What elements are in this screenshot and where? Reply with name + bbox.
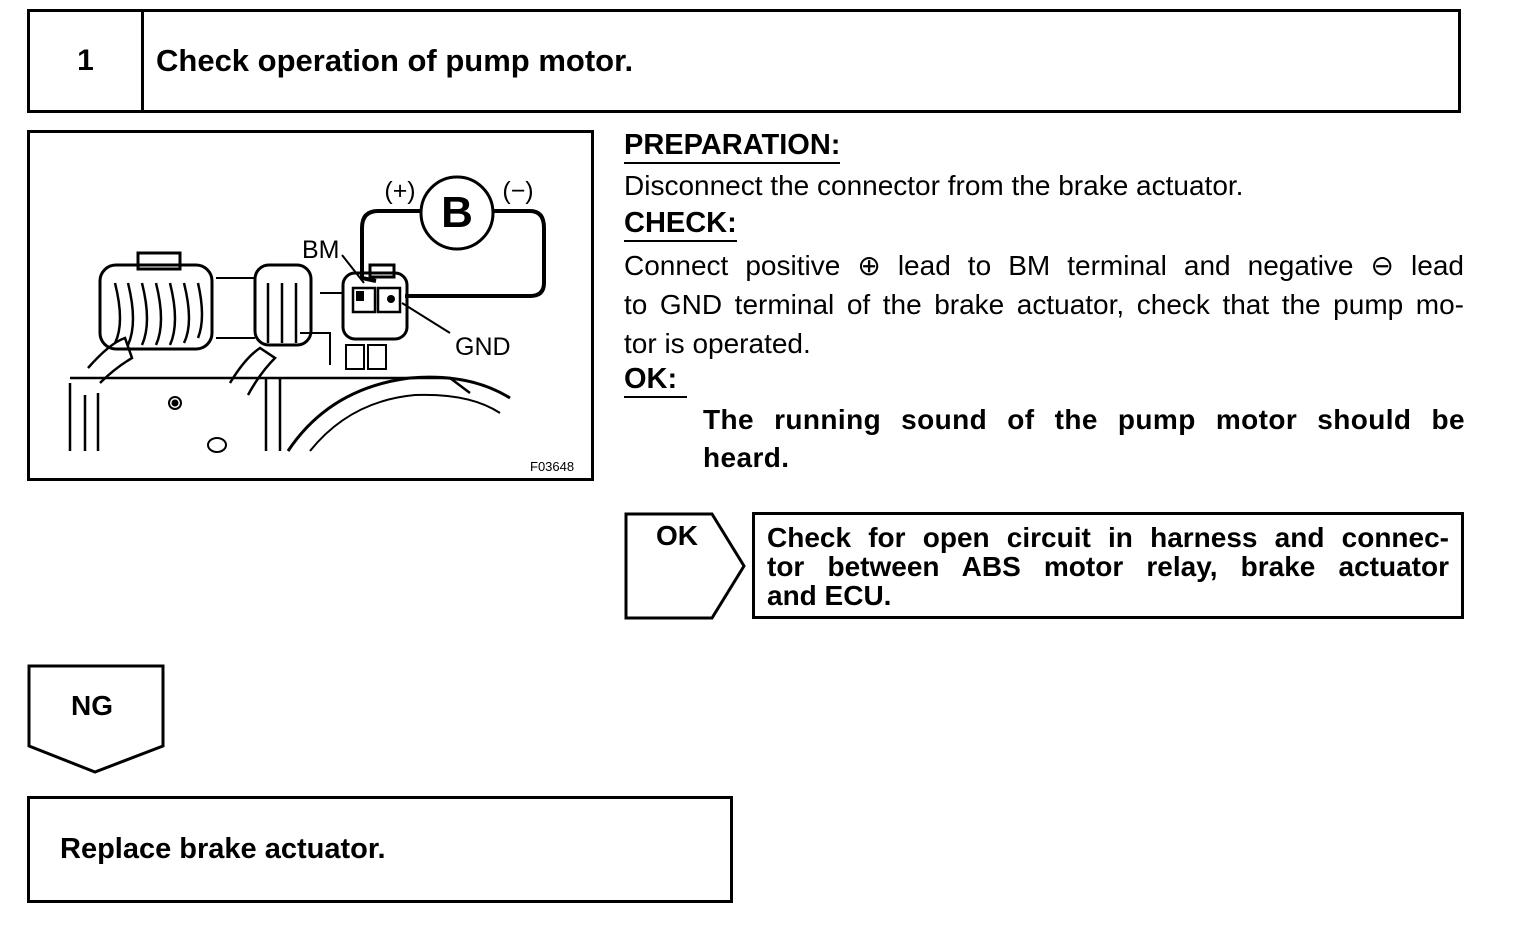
preparation-text: Disconnect the connector from the brake … — [624, 170, 1244, 201]
bm-label: BM — [302, 236, 340, 264]
connector-illustration: B (+) (−) BM GND F03648 — [68, 175, 574, 474]
minus-label: (−) — [502, 177, 533, 205]
ng-result-box: Replace brake actuator. — [27, 796, 733, 903]
gnd-label: GND — [455, 333, 511, 361]
check-text: Connect positive ⊕ lead to BM terminal a… — [624, 246, 1464, 363]
battery-label: B — [441, 188, 473, 237]
check-heading: CHECK: — [624, 206, 737, 242]
step-number: 1 — [30, 12, 144, 110]
ok-section: OK: — [624, 362, 688, 398]
preparation-section: PREPARATION: — [624, 128, 841, 164]
step-title: Check operation of pump motor. — [156, 43, 634, 78]
plus-label: (+) — [384, 177, 415, 205]
ok-line-1: The running sound of the pump motor shou… — [703, 404, 1465, 435]
ok-tag-label: OK — [656, 520, 698, 551]
check-line-2: to GND terminal of the brake actuator, c… — [624, 289, 1464, 320]
connector-figure: B (+) (−) BM GND F03648 — [27, 130, 594, 481]
ng-action-text: Replace brake actuator. — [60, 833, 386, 865]
ok-result-line-2: tor between ABS motor relay, brake actua… — [767, 551, 1449, 582]
positive-wire — [360, 209, 422, 283]
ng-tag-label: NG — [71, 690, 113, 721]
left-connector — [98, 263, 214, 351]
figure-code: F03648 — [530, 459, 574, 474]
step-header: 1 Check operation of pump motor. — [27, 9, 1461, 113]
check-section: CHECK: — [624, 206, 737, 242]
check-line-3: tor is operated. — [624, 328, 811, 359]
ok-arrow-tag — [624, 512, 746, 620]
ok-criteria-text: The running sound of the pump motor shou… — [703, 401, 1465, 477]
check-line-1: Connect positive ⊕ lead to BM terminal a… — [624, 250, 1464, 281]
ok-result-line-3: and ECU. — [767, 580, 892, 611]
ok-heading: OK: — [624, 362, 688, 398]
ok-result-line-1: Check for open circuit in harness and co… — [767, 522, 1449, 553]
negative-wire — [405, 209, 546, 298]
preparation-heading: PREPARATION: — [624, 128, 841, 164]
ng-arrow-tag — [27, 664, 165, 774]
ok-line-2: heard. — [703, 442, 790, 473]
ok-result-box: Check for open circuit in harness and co… — [752, 512, 1464, 619]
middle-connector — [253, 263, 313, 347]
